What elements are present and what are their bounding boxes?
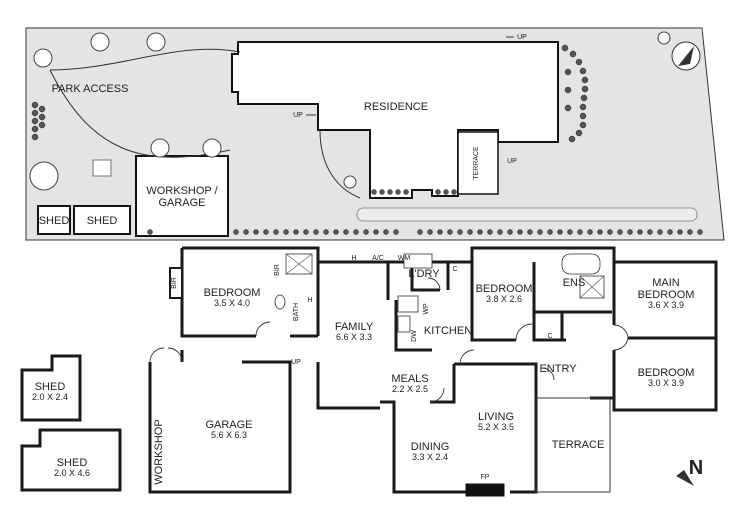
label-residence: RESIDENCE — [364, 101, 428, 113]
label-bir-2: BIR — [274, 264, 281, 276]
fireplace-icon — [465, 483, 505, 497]
label-terrace: TERRACE — [552, 439, 605, 451]
label-bir-1: BIR — [171, 277, 178, 289]
dim-family: 6.6 X 3.3 — [336, 332, 372, 342]
label-workshop-garage-2: GARAGE — [158, 197, 205, 209]
detached-sheds: SHED 2.0 X 2.4 SHED 2.0 X 4.6 — [20, 354, 122, 492]
label-bedroom-1: BEDROOM — [204, 287, 261, 299]
tree-icon — [29, 161, 59, 191]
label-living: LIVING — [478, 411, 514, 423]
site-plan: PARK ACCESS RESIDENCE WORKSHOP / GARAGE … — [25, 27, 725, 241]
label-bedroom-3: BEDROOM — [638, 367, 695, 379]
site-shed-b — [73, 205, 131, 235]
label-main-bedroom-1: MAIN — [652, 277, 680, 289]
path-line-front — [319, 129, 361, 199]
dim-garage: 5.6 X 6.3 — [211, 430, 247, 440]
hedge-right — [561, 44, 589, 143]
label-wp: WP — [423, 303, 430, 315]
dim-main-bedroom: 3.6 X 3.9 — [648, 300, 684, 310]
label-workshop: WORKSHOP — [153, 419, 165, 484]
label-up: UP — [291, 359, 301, 366]
label-dining: DINING — [411, 441, 450, 453]
tree-icon — [146, 32, 166, 52]
dim-shed-2: 2.0 X 4.6 — [54, 468, 90, 478]
label-bedroom-2: BEDROOM — [476, 283, 533, 295]
dim-bedroom-3: 3.0 X 3.9 — [648, 378, 684, 388]
fixtures — [274, 253, 605, 333]
tree-icon — [657, 31, 671, 45]
label-entry: ENTRY — [539, 363, 577, 375]
label-ac: A/C — [372, 255, 384, 262]
label-family: FAMILY — [335, 321, 374, 333]
tree-icon — [33, 48, 53, 68]
label-meals: MEALS — [391, 373, 428, 385]
site-shed-a — [37, 205, 71, 235]
label-h: H — [351, 255, 356, 262]
hedge-bottom — [147, 229, 703, 235]
room-labels: BEDROOM 3.5 X 4.0 BIR BIR BATH H FAMILY … — [153, 255, 694, 485]
label-wm: WM — [398, 255, 411, 262]
driveway — [356, 207, 698, 222]
cooktop-icon — [397, 295, 419, 313]
label-up-left: UP — [293, 112, 303, 119]
tree-icon — [150, 138, 170, 158]
sink-icon — [397, 315, 411, 333]
label-fp: FP — [481, 474, 490, 481]
north-arrow-floor-icon: N — [676, 457, 703, 486]
label-kitchen: KITCHEN — [424, 325, 472, 337]
label-park-access: PARK ACCESS — [52, 83, 129, 95]
dim-living: 5.2 X 3.5 — [478, 422, 514, 432]
label-workshop-garage-1: WORKSHOP / — [146, 185, 218, 197]
label-shed-a: SHED — [39, 215, 70, 227]
label-shed-2: SHED — [57, 457, 88, 469]
hedge-residence — [371, 189, 457, 195]
shed-1-outline — [20, 354, 82, 422]
site-terrace — [457, 131, 499, 195]
path-line-arc — [49, 69, 231, 158]
toilet-icon — [274, 294, 286, 310]
label-laundry: L'DRY — [408, 268, 440, 280]
hedge-left — [31, 101, 46, 141]
label-site-terrace: TERRACE — [473, 146, 480, 180]
doors — [149, 277, 629, 403]
tree-icon — [202, 138, 222, 158]
path-line-top — [49, 48, 241, 71]
label-c-1: C — [452, 266, 457, 273]
label-shed-b: SHED — [87, 215, 118, 227]
label-shed-1: SHED — [35, 381, 66, 393]
label-main-bedroom-2: BEDROOM — [638, 289, 695, 301]
floor-plan-walls — [148, 246, 718, 497]
label-c-2: C — [547, 333, 552, 340]
dim-shed-1: 2.0 X 2.4 — [32, 392, 68, 402]
washing-machine-icon — [403, 253, 433, 269]
site-workshop-garage — [135, 155, 229, 237]
dim-meals: 2.2 X 2.5 — [392, 384, 428, 394]
label-bath: BATH — [293, 303, 300, 321]
label-up-terrace: UP — [507, 158, 517, 165]
tree-icon — [90, 32, 110, 52]
label-ens: ENS — [563, 277, 586, 289]
bath-icon — [561, 253, 601, 275]
label-dw: DW — [411, 330, 418, 342]
label-garage: GARAGE — [205, 419, 252, 431]
tree-icon — [343, 175, 357, 189]
shed-2-outline — [20, 428, 122, 492]
dim-bedroom-1: 3.5 X 4.0 — [214, 298, 250, 308]
north-arrow-icon — [671, 41, 701, 71]
dim-dining: 3.3 X 2.4 — [412, 452, 448, 462]
label-bath-h: H — [307, 297, 312, 304]
site-square-marker — [92, 159, 112, 177]
dim-bedroom-2: 3.8 X 2.6 — [486, 294, 522, 304]
label-up-top: UP — [517, 34, 527, 41]
north-label: N — [689, 457, 703, 479]
